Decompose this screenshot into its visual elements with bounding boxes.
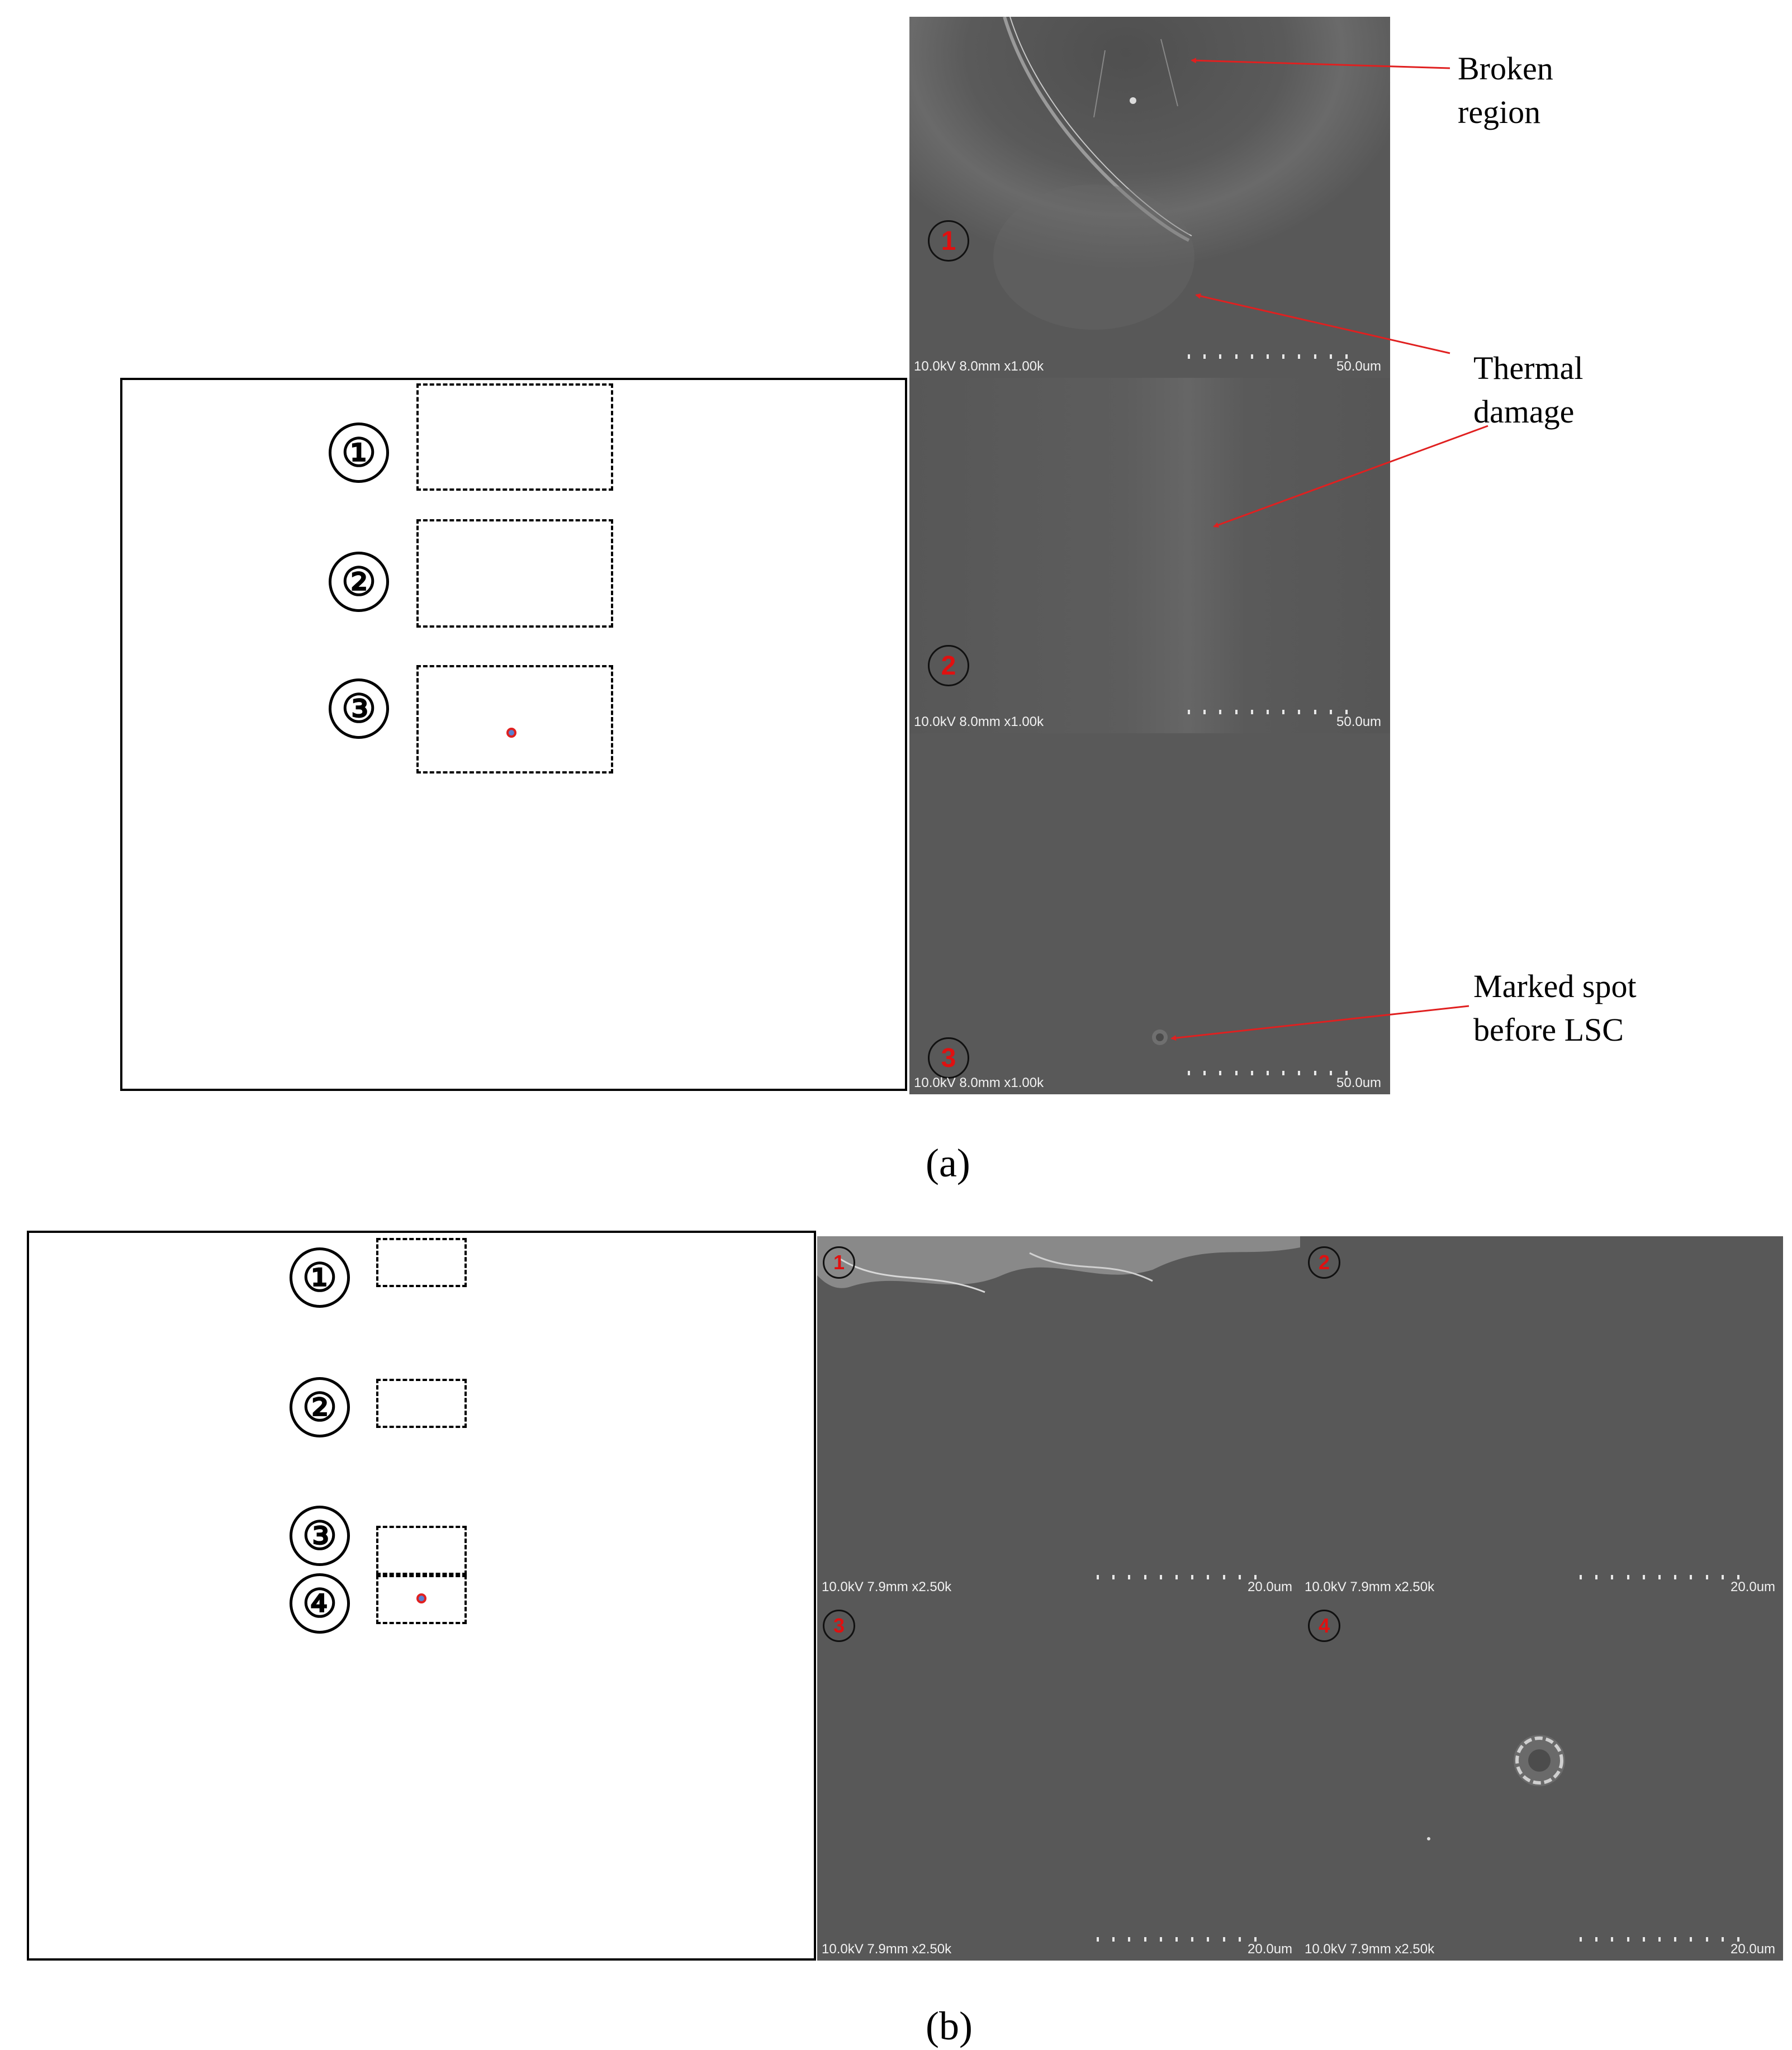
panel-b-region-box-2 [376,1379,467,1428]
panel-a-region-box-3 [416,665,613,774]
panel-b-scale-bar-1 [1097,1575,1257,1579]
panel-a-region-marker-2: ② [329,552,389,612]
panel-b-scale-label-3: 20.0um [1248,1942,1293,1957]
panel-b-region-box-4 [376,1575,467,1624]
panel-b-marked-spot-dot [416,1593,426,1603]
edge-debris-texture [817,1236,1300,1293]
panel-a-sem-image-1: 1 10.0kV 8.0mm x1.00k 50.0um [909,17,1390,378]
laser-spot-texture [1427,1735,1565,1840]
panel-b-sem-marker-1: 1 [823,1246,855,1279]
marked-spot-label-line1: Marked spot [1473,968,1637,1004]
marked-spot-label: Marked spot before LSC [1473,965,1637,1052]
panel-a-sem-info-3: 10.0kV 8.0mm x1.00k [914,1075,1044,1090]
broken-region-texture [909,17,1390,378]
panel-b-sem-image-3: 3 10.0kV 7.9mm x2.50k 20.0um [817,1598,1300,1961]
panel-b-sem-marker-2: 2 [1308,1246,1340,1279]
panel-b-sem-image-1: 1 10.0kV 7.9mm x2.50k 20.0um [817,1236,1300,1598]
panel-b-region-marker-2: ② [290,1377,350,1437]
panel-a-sem-info-1: 10.0kV 8.0mm x1.00k [914,359,1044,374]
panel-a-region-box-2 [416,519,613,628]
panel-a-sem-info-2: 10.0kV 8.0mm x1.00k [914,714,1044,729]
panel-a-scale-label-1: 50.0um [1336,359,1382,374]
panel-b-sem-info-2: 10.0kV 7.9mm x2.50k [1305,1579,1435,1595]
panel-b-region-marker-4: ④ [290,1573,350,1634]
panel-b-sem-image-2: 2 10.0kV 7.9mm x2.50k 20.0um [1300,1236,1783,1598]
panel-b-sem-info-4: 10.0kV 7.9mm x2.50k [1305,1942,1435,1957]
panel-b-sem-marker-3: 3 [823,1610,855,1642]
thermal-damage-texture [909,378,1390,733]
panel-b-region-box-3 [376,1526,467,1575]
panel-b-caption: (b) [926,2004,973,2048]
panel-b-region-marker-3: ③ [290,1506,350,1566]
panel-b-scale-label-1: 20.0um [1248,1579,1293,1595]
panel-a-scale-label-3: 50.0um [1336,1075,1382,1090]
marked-spot-arrow [1170,1005,1469,1041]
panel-a-sem-image-3: 3 10.0kV 8.0mm x1.00k 50.0um [909,733,1390,1094]
panel-b-scale-bar-3 [1097,1937,1257,1942]
panel-a-scale-bar-3 [1188,1071,1348,1075]
panel-b-scale-bar-4 [1580,1937,1739,1942]
panel-a-marked-spot-dot [506,728,516,738]
panel-a-region-marker-3: ③ [329,678,389,739]
broken-region-label-line2: region [1458,94,1541,130]
panel-a-region-box-1 [416,383,613,491]
thermal-damage-label: Thermal damage [1473,347,1583,434]
panel-b-sem-image-4: 4 10.0kV 7.9mm x2.50k 20.0um [1300,1598,1783,1961]
thermal-damage-label-line2: damage [1473,393,1575,430]
panel-a-scale-bar-1 [1188,354,1348,359]
thermal-damage-label-line1: Thermal [1473,350,1584,386]
panel-b-sem-info-1: 10.0kV 7.9mm x2.50k [822,1579,952,1595]
panel-a-sem-marker-1: 1 [928,220,969,262]
panel-a-sem-marker-3: 3 [928,1037,969,1079]
panel-b-region-marker-1: ① [290,1247,350,1308]
broken-region-label: Broken region [1458,47,1553,134]
marked-spot-texture [1152,1029,1168,1045]
panel-b-scale-label-2: 20.0um [1731,1579,1776,1595]
panel-a-sem-image-2: 2 10.0kV 8.0mm x1.00k 50.0um [909,378,1390,733]
broken-region-label-line1: Broken [1458,50,1553,87]
panel-b-scale-bar-2 [1580,1575,1739,1579]
marked-spot-label-line2: before LSC [1473,1012,1624,1048]
panel-b-region-box-1 [376,1238,467,1287]
panel-a-scale-label-2: 50.0um [1336,714,1382,729]
panel-a-caption: (a) [926,1141,970,1185]
panel-a-scale-bar-2 [1188,710,1348,714]
panel-b-sem-marker-4: 4 [1308,1610,1340,1642]
panel-b-scale-label-4: 20.0um [1731,1942,1776,1957]
panel-a-region-marker-1: ① [329,423,389,483]
thermal-damage-arrow-2 [1213,425,1488,528]
broken-region-arrow [1191,58,1450,69]
panel-a-sem-marker-2: 2 [928,645,969,686]
thermal-damage-arrow-1 [1195,293,1450,354]
panel-b-sem-info-3: 10.0kV 7.9mm x2.50k [822,1942,952,1957]
